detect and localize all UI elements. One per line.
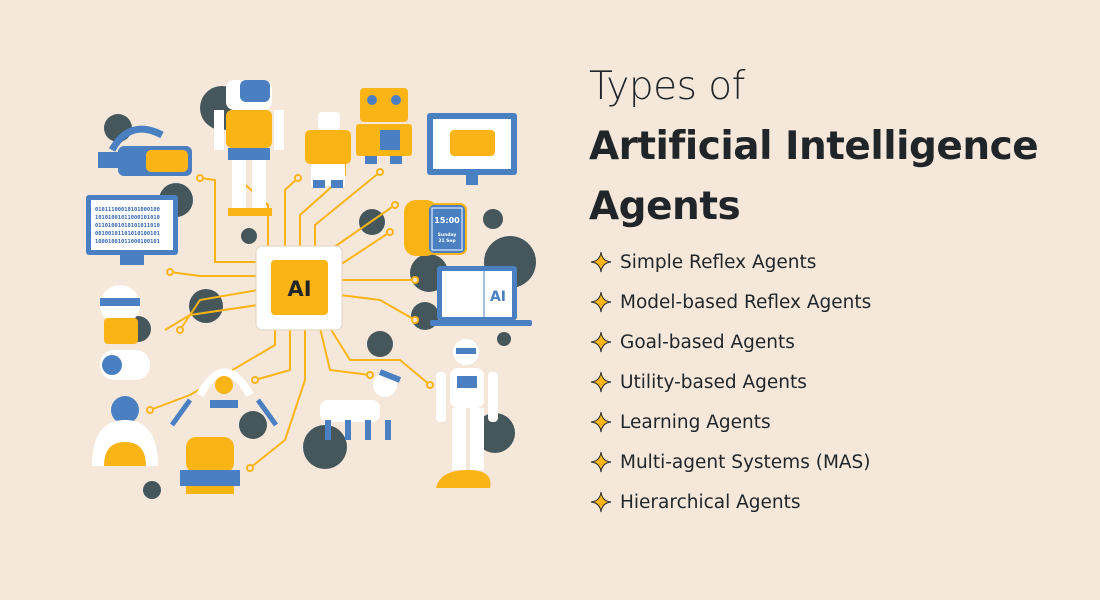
heading-line-1: Types of [589, 64, 745, 109]
heading-line-2: Artificial Intelligence [589, 124, 1039, 169]
robot-yellow-icon [180, 437, 240, 494]
list-item-label: Simple Reflex Agents [620, 251, 817, 273]
binary-line: 10101001011000101010 [95, 215, 160, 221]
robot-wheel-icon [100, 285, 150, 380]
robot-small-icon [305, 112, 351, 188]
laptop-ai-icon: AI [430, 266, 532, 326]
list-item: Multi-agent Systems (MAS) [590, 442, 871, 482]
list-item: Learning Agents [590, 402, 871, 442]
watch-date: 21 Sep [438, 238, 456, 244]
robot-tall-icon [214, 80, 284, 216]
list-item-label: Hierarchical Agents [620, 491, 801, 513]
monitor-circuit-icon [427, 113, 517, 185]
agent-types-list: Simple Reflex Agents Model-based Reflex … [590, 242, 871, 522]
smartwatch-icon: 15:00 Sunday 21 Sep [404, 200, 467, 256]
sparkle-star-icon [590, 291, 612, 313]
list-item-label: Learning Agents [620, 411, 771, 433]
chip-label: AI [287, 277, 311, 301]
binary-line: 01011100010101000100 [95, 207, 160, 213]
robot-arm-icon [169, 368, 279, 427]
vr-headset-icon [98, 125, 192, 176]
list-item: Hierarchical Agents [590, 482, 871, 522]
sparkle-star-icon [590, 411, 612, 433]
binary-line: 00100101101010100101 [95, 231, 160, 237]
robot-dome-icon [92, 396, 158, 466]
list-item: Utility-based Agents [590, 362, 871, 402]
binary-monitor-icon: 01011100010101000100 1010100101100010101… [86, 195, 178, 265]
robot-box-icon [356, 88, 412, 164]
laptop-label: AI [490, 289, 506, 305]
sparkle-star-icon [590, 331, 612, 353]
binary-line: 10001001011000100101 [95, 239, 160, 245]
list-item-label: Utility-based Agents [620, 371, 807, 393]
list-item: Goal-based Agents [590, 322, 871, 362]
heading-line-3: Agents [589, 184, 741, 229]
circuit-lines [149, 160, 431, 469]
sparkle-star-icon [590, 491, 612, 513]
humanoid-robot-icon [436, 339, 498, 488]
list-item-label: Goal-based Agents [620, 331, 795, 353]
sparkle-star-icon [590, 451, 612, 473]
watch-day: Sunday [438, 232, 457, 238]
binary-line: 01101001010101011010 [95, 223, 160, 229]
robot-dog-icon [320, 369, 402, 440]
ai-chip: AI [255, 245, 343, 331]
list-item: Simple Reflex Agents [590, 242, 871, 282]
sparkle-star-icon [590, 371, 612, 393]
list-item-label: Multi-agent Systems (MAS) [620, 451, 871, 473]
watch-time: 15:00 [434, 216, 460, 225]
ai-agents-illustration: AI 01011100010101000100 1010100101100010… [86, 80, 536, 499]
sparkle-star-icon [590, 251, 612, 273]
list-item-label: Model-based Reflex Agents [620, 291, 872, 313]
list-item: Model-based Reflex Agents [590, 282, 871, 322]
